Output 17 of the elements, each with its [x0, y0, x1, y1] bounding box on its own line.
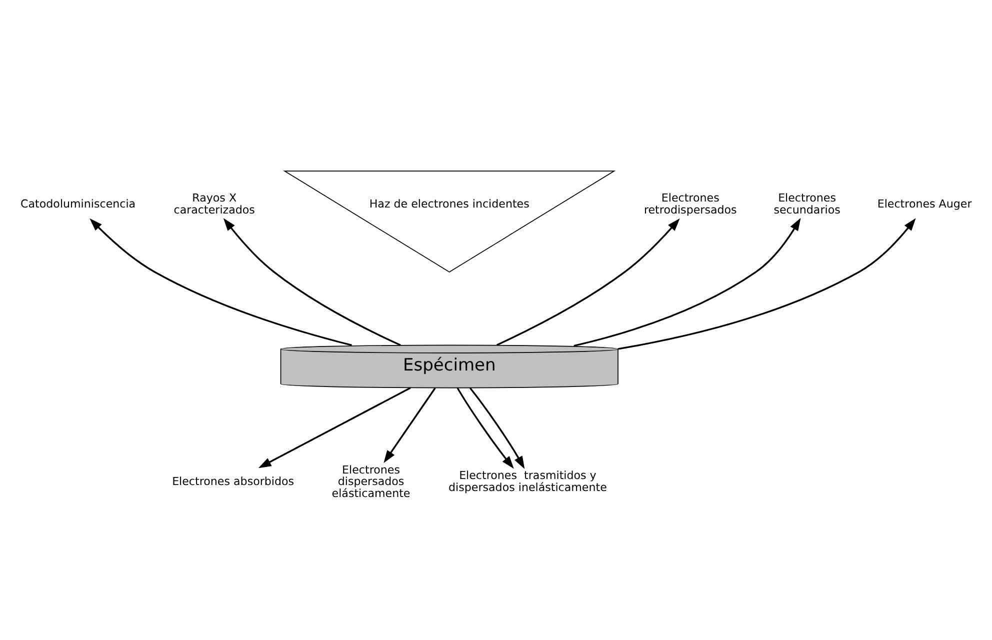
- node-text: Electrones secundarios: [774, 191, 840, 216]
- arrow: [223, 218, 401, 346]
- node-text: Catodoluminiscencia: [20, 197, 136, 210]
- node-text: Electrones absorbidos: [172, 474, 294, 488]
- arrow: [258, 386, 411, 468]
- arrow: [90, 218, 352, 346]
- arrow: [574, 217, 801, 346]
- node-text: Rayos X caracterizados: [174, 191, 255, 216]
- arrow: [496, 218, 680, 346]
- node-text: Electrones Auger: [877, 197, 972, 210]
- arrow: [469, 386, 525, 468]
- arrow: [384, 387, 436, 463]
- arrow: [456, 387, 514, 468]
- node-text: Electrones dispersados elásticamente: [332, 462, 410, 500]
- arrow: [618, 218, 916, 350]
- node-text: Electrones trasmitidos y dispersados inelásticamente: [448, 468, 607, 494]
- node-text: Electrones retrodispersados: [644, 191, 737, 216]
